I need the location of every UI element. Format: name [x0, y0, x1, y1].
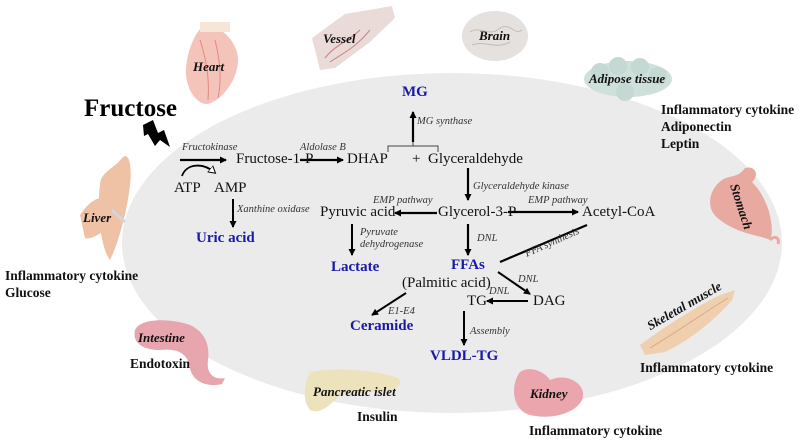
organ-label-brain: Brain	[479, 28, 511, 43]
organ-label-liver: Liver	[83, 210, 112, 225]
organ-label-heart: Heart	[193, 59, 225, 74]
metabolite-palmitic-acid: (Palmitic acid)	[402, 275, 491, 291]
metabolism-ellipse	[122, 73, 782, 413]
liver-output-1: Inflammatory cytokine	[5, 268, 139, 283]
skeletal-muscle-illustration	[640, 290, 735, 355]
product-ffas: FFAs	[451, 257, 485, 273]
arrow-e1-e4	[371, 292, 407, 316]
enzyme-pyruvate-dehydrogenase-line1: Pyruvate	[360, 227, 398, 238]
heart-illustration	[185, 22, 238, 105]
pancreatic-islet-output: Insulin	[357, 409, 398, 424]
metabolite-amp: AMP	[214, 180, 247, 196]
stomach-illustration	[710, 167, 780, 245]
metabolite-dhap: DHAP	[347, 151, 388, 167]
enzyme-mg-synthase: MG synthase	[417, 116, 473, 127]
enzyme-fructokinase: Fructokinase	[182, 142, 238, 153]
enzyme-emp-pathway-left: EMP pathway	[373, 195, 433, 206]
organ-label-pancreatic-islet: Pancreatic islet	[313, 384, 396, 399]
enzyme-dnl-ffa: DNL	[477, 233, 498, 244]
adipose-outputs: Inflammatory cytokine Adiponectin Leptin	[661, 101, 794, 152]
adipose-output-2: Adiponectin	[661, 119, 732, 134]
arrow-atp-to-amp	[181, 164, 214, 177]
organ-label-adipose: Adipose tissue	[589, 71, 666, 86]
brain-illustration	[462, 11, 528, 61]
enzyme-xanthine-oxidase: Xanthine oxidase	[237, 204, 310, 215]
liver-illustration	[80, 156, 131, 260]
fructose-title: Fructose	[84, 95, 178, 122]
product-ceramide: Ceramide	[350, 318, 414, 334]
adipose-illustration	[584, 57, 672, 101]
kidney-output: Inflammatory cytokine	[529, 423, 663, 438]
metabolite-dag: DAG	[533, 293, 566, 309]
metabolite-glycerol-3-p: Glycerol-3-P	[438, 204, 517, 220]
enzyme-assembly: Assembly	[470, 326, 510, 337]
bracket-dhap-glyceraldehyde	[387, 142, 439, 152]
skeletal-muscle-output: Inflammatory cytokine	[640, 360, 774, 375]
line-ffa-synthesis	[499, 223, 588, 264]
intestine-output: Endotoxin	[130, 356, 191, 371]
enzyme-aldolase-b: Aldolase B	[300, 142, 346, 153]
metabolite-acetyl-coa: Acetyl-CoA	[582, 204, 656, 220]
metabolite-atp: ATP	[174, 180, 201, 196]
enzyme-dnl-tg: DNL	[489, 286, 510, 297]
enzyme-dnl-dag: DNL	[518, 274, 539, 285]
pancreas-illustration	[304, 369, 401, 412]
organ-label-kidney: Kidney	[530, 386, 568, 401]
metabolite-pyruvic-acid: Pyruvic acid	[320, 204, 396, 220]
lightning-bolt-icon	[143, 120, 170, 147]
organ-label-vessel: Vessel	[323, 31, 356, 46]
product-vldl-tg: VLDL-TG	[430, 348, 499, 364]
adipose-output-3: Leptin	[661, 136, 700, 151]
enzyme-e1-e4: E1-E4	[388, 306, 415, 317]
enzyme-glyceraldehyde-kinase: Glyceraldehyde kinase	[473, 181, 569, 192]
enzyme-pyruvate-dehydrogenase-line2: dehydrogenase	[360, 239, 424, 250]
metabolite-tg: TG	[467, 293, 487, 309]
product-lactate: Lactate	[331, 259, 380, 275]
vessel-illustration	[312, 6, 395, 70]
product-mg: MG	[402, 84, 428, 100]
adipose-output-1: Inflammatory cytokine	[661, 102, 795, 117]
plus-sign: +	[412, 151, 421, 167]
liver-outputs: Inflammatory cytokine Glucose	[5, 267, 138, 301]
product-uric-acid: Uric acid	[196, 230, 255, 246]
intestine-illustration	[134, 320, 225, 386]
liver-output-2: Glucose	[5, 285, 51, 300]
organ-label-intestine: Intestine	[138, 330, 185, 345]
kidney-illustration	[514, 369, 584, 417]
arrow-ffa-to-dag	[497, 271, 531, 295]
metabolite-fructose-1-p: Fructose-1-P	[236, 151, 314, 167]
metabolite-glyceraldehyde: Glyceraldehyde	[428, 151, 523, 167]
enzyme-emp-pathway-right: EMP pathway	[528, 195, 588, 206]
